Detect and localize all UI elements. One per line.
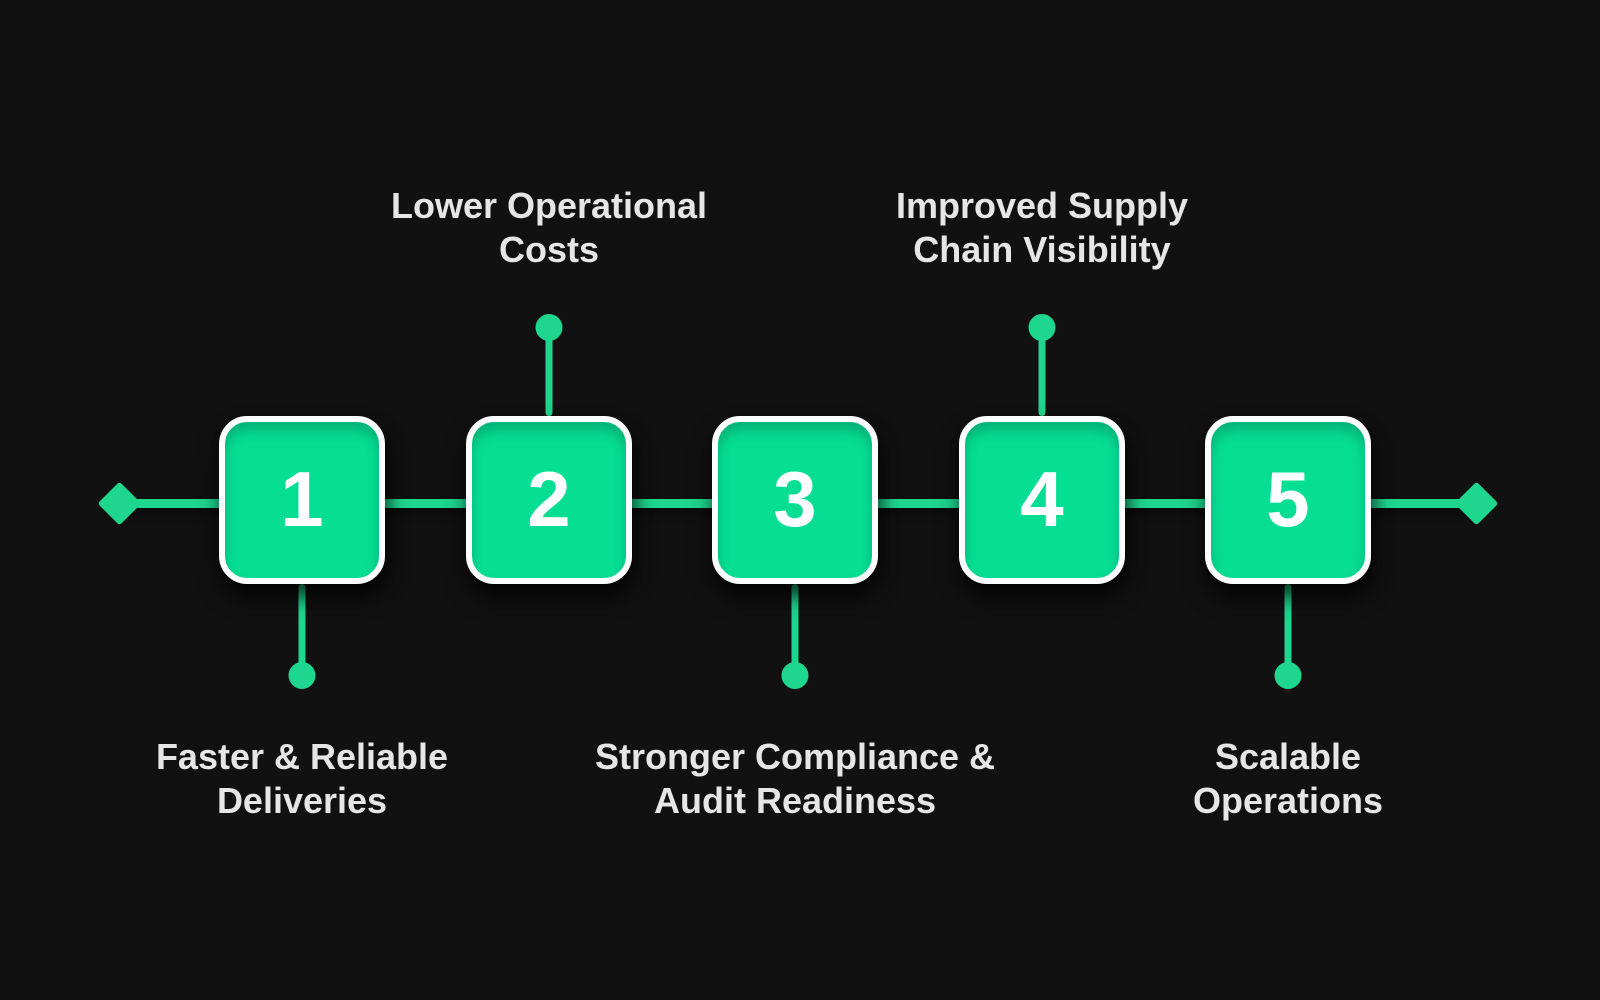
timeline-start-diamond-icon: [97, 481, 142, 526]
step-4-label: Improved Supply Chain Visibility: [895, 185, 1189, 270]
step-2-connector-line: [545, 328, 553, 416]
step-3-label: Stronger Compliance & Audit Readiness: [594, 736, 996, 821]
step-5-connector-line: [1284, 584, 1292, 676]
step-4-number: 4: [1020, 455, 1064, 543]
step-3-connector-dot-icon: [781, 662, 809, 689]
step-5-number-box: 5: [1205, 416, 1371, 584]
step-5-number: 5: [1266, 455, 1310, 543]
timeline-end-diamond-icon: [1454, 481, 1499, 526]
step-2-connector-dot-icon: [535, 314, 563, 341]
step-1-connector-dot-icon: [288, 662, 316, 689]
step-2-label: Lower Operational Costs: [390, 185, 708, 270]
step-1-number-box: 1: [219, 416, 385, 584]
step-1-connector-line: [298, 584, 306, 676]
step-3-number-box: 3: [712, 416, 878, 584]
step-4-number-box: 4: [959, 416, 1125, 584]
step-2-number: 2: [527, 455, 571, 543]
step-1-number: 1: [280, 455, 324, 543]
step-4-connector-dot-icon: [1028, 314, 1056, 341]
step-1-label: Faster & Reliable Deliveries: [155, 736, 449, 821]
step-2-number-box: 2: [466, 416, 632, 584]
step-3-connector-line: [791, 584, 799, 676]
step-5-connector-dot-icon: [1274, 662, 1302, 689]
step-5-label: Scalable Operations: [1192, 736, 1384, 821]
step-3-number: 3: [773, 455, 817, 543]
step-4-connector-line: [1038, 328, 1046, 416]
